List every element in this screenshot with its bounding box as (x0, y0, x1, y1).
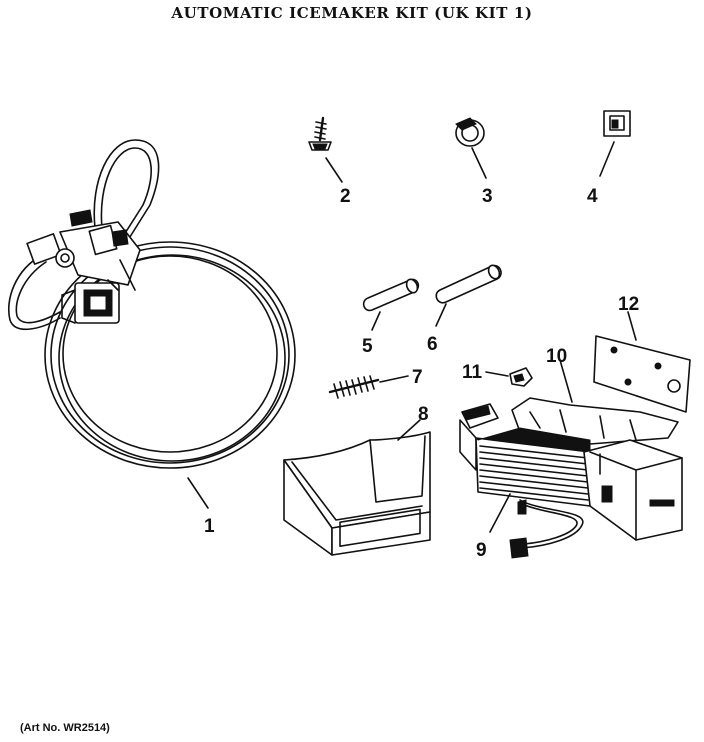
part-11-clip (509, 367, 533, 387)
leader-1 (187, 477, 209, 509)
part-3-clamp (455, 117, 485, 147)
callout-8: 8 (418, 404, 429, 425)
callout-6: 6 (427, 334, 438, 355)
part-4-label-plate (603, 110, 631, 137)
diagram-title: AUTOMATIC ICEMAKER KIT (UK KIT 1) (171, 4, 533, 22)
callout-11: 11 (462, 362, 483, 383)
callout-9: 9 (476, 540, 487, 561)
leader-3 (471, 147, 487, 179)
part-7-brush (328, 375, 380, 399)
part-12-mounting-plate (593, 335, 691, 413)
part-5-short-tube (362, 278, 420, 312)
leader-8 (397, 419, 421, 441)
callout-1: 1 (204, 516, 215, 537)
leader-2 (325, 157, 343, 183)
leader-11 (485, 371, 509, 377)
leader-5 (371, 311, 381, 331)
leader-10 (559, 359, 573, 403)
part-1-water-line-assembly (8, 139, 296, 469)
callout-4: 4 (587, 186, 598, 207)
leader-9 (489, 493, 511, 533)
callout-5: 5 (362, 336, 373, 357)
part-8-ice-bucket (283, 431, 431, 556)
callout-2: 2 (340, 186, 351, 207)
part-9-icemaker-unit (459, 403, 683, 559)
callout-12: 12 (618, 294, 639, 315)
leader-4 (599, 141, 615, 177)
leader-7 (379, 375, 409, 383)
leader-12 (627, 311, 637, 341)
callout-10: 10 (546, 346, 567, 367)
part-2-screw (308, 116, 332, 151)
callout-7: 7 (412, 367, 423, 388)
leader-6 (435, 303, 447, 327)
callout-3: 3 (482, 186, 493, 207)
art-number: (Art No. WR2514) (20, 722, 110, 734)
part-6-long-tube (435, 264, 502, 304)
